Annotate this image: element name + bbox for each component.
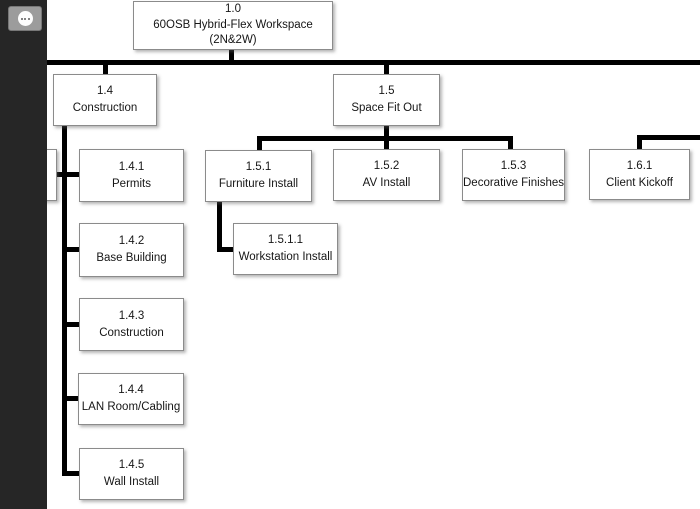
connector-144-stub [62, 396, 78, 401]
node-1-4-3-id: 1.4.3 [118, 309, 145, 322]
connector-161-elbow [637, 135, 642, 150]
node-1-4[interactable]: 1.4 Construction [53, 74, 157, 126]
connector-1511-horizontal [217, 247, 233, 252]
connector-142-stub [62, 247, 79, 252]
node-1-6-1-id: 1.6.1 [626, 159, 653, 172]
node-1-4-3-label: Construction [99, 326, 164, 339]
connector-root-stub [229, 50, 234, 61]
node-1-4-2-label: Base Building [96, 252, 167, 264]
node-1-4-4-label: LAN Room/Cabling [81, 401, 181, 413]
node-1-4-2[interactable]: 1.4.2 Base Building [79, 223, 184, 277]
node-1-0-sublabel: (2N&2W) [209, 34, 257, 47]
node-1-5-2[interactable]: 1.5.2 AV Install [333, 149, 440, 201]
node-1-6-1-label: Client Kickoff [606, 176, 673, 189]
connector-145-stub [62, 471, 79, 476]
node-1-4-1-label: Permits [112, 177, 151, 190]
connector-151-elbow [257, 136, 262, 150]
connector-main-rail [47, 60, 700, 65]
node-1-4-2-id: 1.4.2 [118, 235, 145, 247]
node-1-5-1[interactable]: 1.5.1 Furniture Install [205, 150, 312, 202]
node-1-5-3[interactable]: 1.5.3 Decorative Finishes [462, 149, 565, 201]
app-sidebar [0, 0, 47, 509]
connector-14-rail [62, 125, 67, 476]
connector-16-rail [637, 135, 700, 140]
node-1-4-4[interactable]: 1.4.4 LAN Room/Cabling [78, 373, 184, 425]
node-1-5-1-1-id: 1.5.1.1 [267, 234, 304, 246]
node-1-4-label: Construction [72, 102, 138, 114]
node-1-0-label: 60OSB Hybrid-Flex Workspace [153, 18, 313, 31]
node-1-5-1-id: 1.5.1 [245, 161, 272, 173]
connector-15-stub [384, 64, 389, 75]
node-1-5-3-id: 1.5.3 [500, 160, 527, 172]
node-1-5-2-label: AV Install [362, 177, 411, 189]
connector-143-stub [62, 322, 79, 327]
node-1-5[interactable]: 1.5 Space Fit Out [333, 74, 440, 126]
node-1-4-id: 1.4 [97, 85, 113, 97]
connector-153-elbow [508, 136, 513, 150]
node-1-5-id: 1.5 [378, 85, 395, 97]
node-1-4-1[interactable]: 1.4.1 Permits [79, 149, 184, 202]
node-1-5-2-id: 1.5.2 [373, 160, 400, 172]
node-1-4-3[interactable]: 1.4.3 Construction [79, 298, 184, 351]
node-1-5-3-label: Decorative Finishes [463, 177, 564, 189]
connector-14-stub [103, 64, 108, 75]
node-1-4-1-id: 1.4.1 [118, 160, 145, 173]
node-1-6-1[interactable]: 1.6.1 Client Kickoff [589, 149, 690, 200]
node-1-4-5[interactable]: 1.4.5 Wall Install [79, 448, 184, 500]
node-1-5-1-1[interactable]: 1.5.1.1 Workstation Install [233, 223, 338, 275]
node-1-4-4-id: 1.4.4 [118, 384, 144, 396]
connector-1511-vertical [217, 202, 222, 252]
node-1-4-5-label: Wall Install [103, 476, 160, 488]
connector-141-stub [57, 172, 79, 177]
connector-152-stub [384, 126, 389, 149]
node-1-4-5-id: 1.4.5 [118, 459, 145, 471]
node-1-5-1-label: Furniture Install [218, 178, 299, 190]
node-1-5-1-1-label: Workstation Install [238, 251, 333, 263]
ellipsis-icon [17, 11, 33, 26]
node-1-0[interactable]: 1.0 60OSB Hybrid-Flex Workspace (2N&2W) [133, 1, 333, 50]
more-options-button[interactable] [8, 6, 42, 31]
node-1-5-label: Space Fit Out [351, 102, 422, 114]
node-1-0-id: 1.0 [225, 3, 241, 16]
